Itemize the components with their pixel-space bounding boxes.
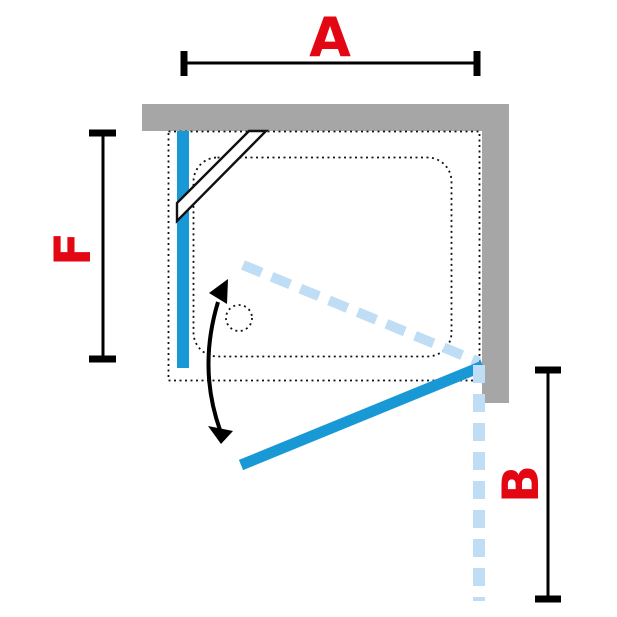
door-swing-path-dashed: [241, 260, 481, 367]
dimension-f-label: F: [44, 232, 102, 266]
dimension-a-label: A: [309, 6, 351, 69]
door-open-solid: [238, 360, 486, 471]
enclosure-outline: [167, 130, 481, 382]
swing-arrow-head-top: [209, 279, 228, 304]
dimension-b-label: B: [492, 465, 550, 503]
swing-arrow-head-bottom: [208, 426, 233, 444]
dimension-a: A: [180, 6, 481, 76]
shower-tray-outline: [192, 156, 453, 358]
door-panel-outline: [175, 129, 269, 224]
dimension-f: F: [44, 129, 116, 363]
swing-arrow-arc: [206, 301, 222, 431]
dimension-b: B: [492, 366, 561, 603]
pivot-circle: [225, 304, 253, 332]
fixed-side-panel: [177, 131, 189, 368]
